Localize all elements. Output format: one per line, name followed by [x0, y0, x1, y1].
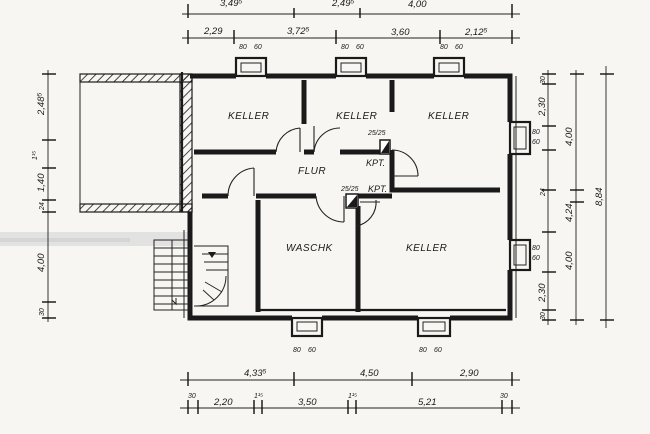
dim-right-i6: 80	[532, 245, 540, 252]
room-label-keller-3: KELLER	[428, 111, 469, 122]
dim-top-1a: 3,49⁵	[220, 0, 242, 9]
chimney-1	[379, 139, 391, 155]
dim-top-win2-b: 60	[356, 44, 364, 51]
dim-top-1b: 2,49⁵	[331, 0, 354, 9]
dim-bot-2d: 3,50	[298, 397, 317, 408]
room-label-keller-2: KELLER	[336, 111, 377, 122]
chimney-size-2: 25/25	[340, 186, 359, 193]
bottom-dimension-chain-1: 4,33⁵ 4,50 2,90	[180, 368, 520, 386]
room-label-waschk: WASCHK	[286, 243, 334, 254]
dim-bot-2f: 5,21	[418, 397, 437, 408]
dim-bot-1c: 2,90	[459, 368, 479, 379]
top-dimension-chain-2: 2,29 3,72⁵ 3,60 2,12⁵	[182, 26, 520, 44]
dim-right-i8: 2,30	[537, 283, 548, 303]
room-label-flur: FLUR	[298, 166, 326, 177]
dim-bot-2g: 30	[500, 393, 508, 400]
staircase	[153, 239, 229, 311]
dim-right-i5: 24	[540, 188, 547, 197]
top-window-dims: 80 60 80 60 80 60	[239, 44, 463, 51]
dim-top-win3-a: 80	[440, 44, 448, 51]
dim-top-2a: 2,29	[203, 26, 223, 37]
dim-top-win1-a: 80	[239, 44, 247, 51]
dim-left-f: 30	[39, 308, 46, 316]
dim-top-2b: 3,72⁵	[287, 26, 309, 37]
chimney-kpt-2: KPT.	[368, 184, 387, 194]
top-dimension-chain-1: 3,49⁵ 2,49⁵ 4,00	[182, 0, 520, 18]
interior-walls	[194, 80, 506, 312]
dim-left-c: 1,40	[36, 173, 47, 192]
dim-right-i3: 80	[532, 129, 540, 136]
dim-bot-2b: 2,20	[213, 397, 233, 408]
dim-top-2c: 3,60	[391, 27, 410, 38]
dim-bot-2e: 1¹⁵	[348, 393, 357, 400]
dim-right-i9: 30	[540, 312, 547, 320]
dim-bot-1a: 4,33⁵	[244, 368, 266, 379]
dim-top-win3-b: 60	[455, 44, 463, 51]
dim-right-i7: 60	[532, 255, 540, 262]
chimney-markers: 25/25 KPT. 25/25 KPT.	[340, 130, 387, 194]
room-label-keller-4: KELLER	[406, 243, 447, 254]
dim-left-d: 24	[39, 202, 46, 211]
dim-left-e: 4,00	[36, 253, 47, 272]
chimney-size-1: 25/25	[367, 130, 386, 137]
dim-left-b: 1¹⁵	[32, 151, 39, 160]
window-well-top-3	[432, 56, 466, 78]
left-dimension-chain: 2,48⁵ 1¹⁵ 1,40 24 4,00 30	[32, 70, 56, 322]
right-dimension-chain-outer: 8,84	[594, 66, 614, 328]
room-labels: KELLER KELLER KELLER FLUR WASCHK KELLER	[228, 111, 469, 254]
dim-top-1c: 4,00	[408, 0, 427, 10]
window-well-bottom-2	[416, 316, 452, 338]
dim-right-m3: 4,00	[564, 251, 575, 270]
dim-bot-1b: 4,50	[360, 368, 379, 379]
dim-bot-win1-a: 80	[293, 347, 301, 354]
window-well-top-2	[334, 56, 368, 78]
right-dimension-chain-middle: 4,00 4,24 4,00	[564, 70, 584, 325]
window-well-top-1	[234, 56, 268, 78]
dim-bot-win2-b: 60	[434, 347, 442, 354]
bottom-dimension-chain-2: 30 2,20 1¹⁵ 3,50 1¹⁵ 5,21 30	[180, 393, 520, 414]
bottom-window-dims: 80 60 80 60	[293, 347, 442, 354]
dim-bot-win2-a: 80	[419, 347, 427, 354]
dim-bot-win1-b: 60	[308, 347, 316, 354]
dim-left-a: 2,48⁵	[36, 93, 47, 116]
scan-smudge	[0, 232, 190, 246]
dim-bot-2c: 1¹⁵	[254, 393, 263, 400]
chimney-2	[345, 193, 359, 209]
dim-top-2d: 2,12⁵	[464, 27, 487, 38]
room-label-keller-1: KELLER	[228, 111, 269, 122]
dim-top-win2-a: 80	[341, 44, 349, 51]
dim-top-win1-b: 60	[254, 44, 262, 51]
dim-right-m1: 4,00	[564, 127, 575, 146]
dim-right-i1: 30	[540, 76, 547, 84]
dim-right-m2: 4,24	[564, 204, 575, 223]
window-well-right-2	[508, 238, 532, 272]
right-dimension-chain-inner: 30 2,30 80 60 24 80 60 2,30 30	[532, 70, 556, 325]
dim-right-i2: 2,30	[537, 97, 548, 117]
outer-walls	[180, 72, 517, 321]
dim-right-o1: 8,84	[594, 188, 605, 207]
dim-bot-2a: 30	[188, 393, 196, 400]
window-well-bottom-1	[290, 316, 324, 338]
annex-hatched-walls	[79, 73, 193, 213]
window-wells	[234, 56, 532, 338]
window-well-right-1	[508, 120, 532, 156]
doors	[227, 126, 419, 227]
dim-right-i4: 60	[532, 139, 540, 146]
chimney-kpt-1: KPT.	[366, 158, 385, 168]
